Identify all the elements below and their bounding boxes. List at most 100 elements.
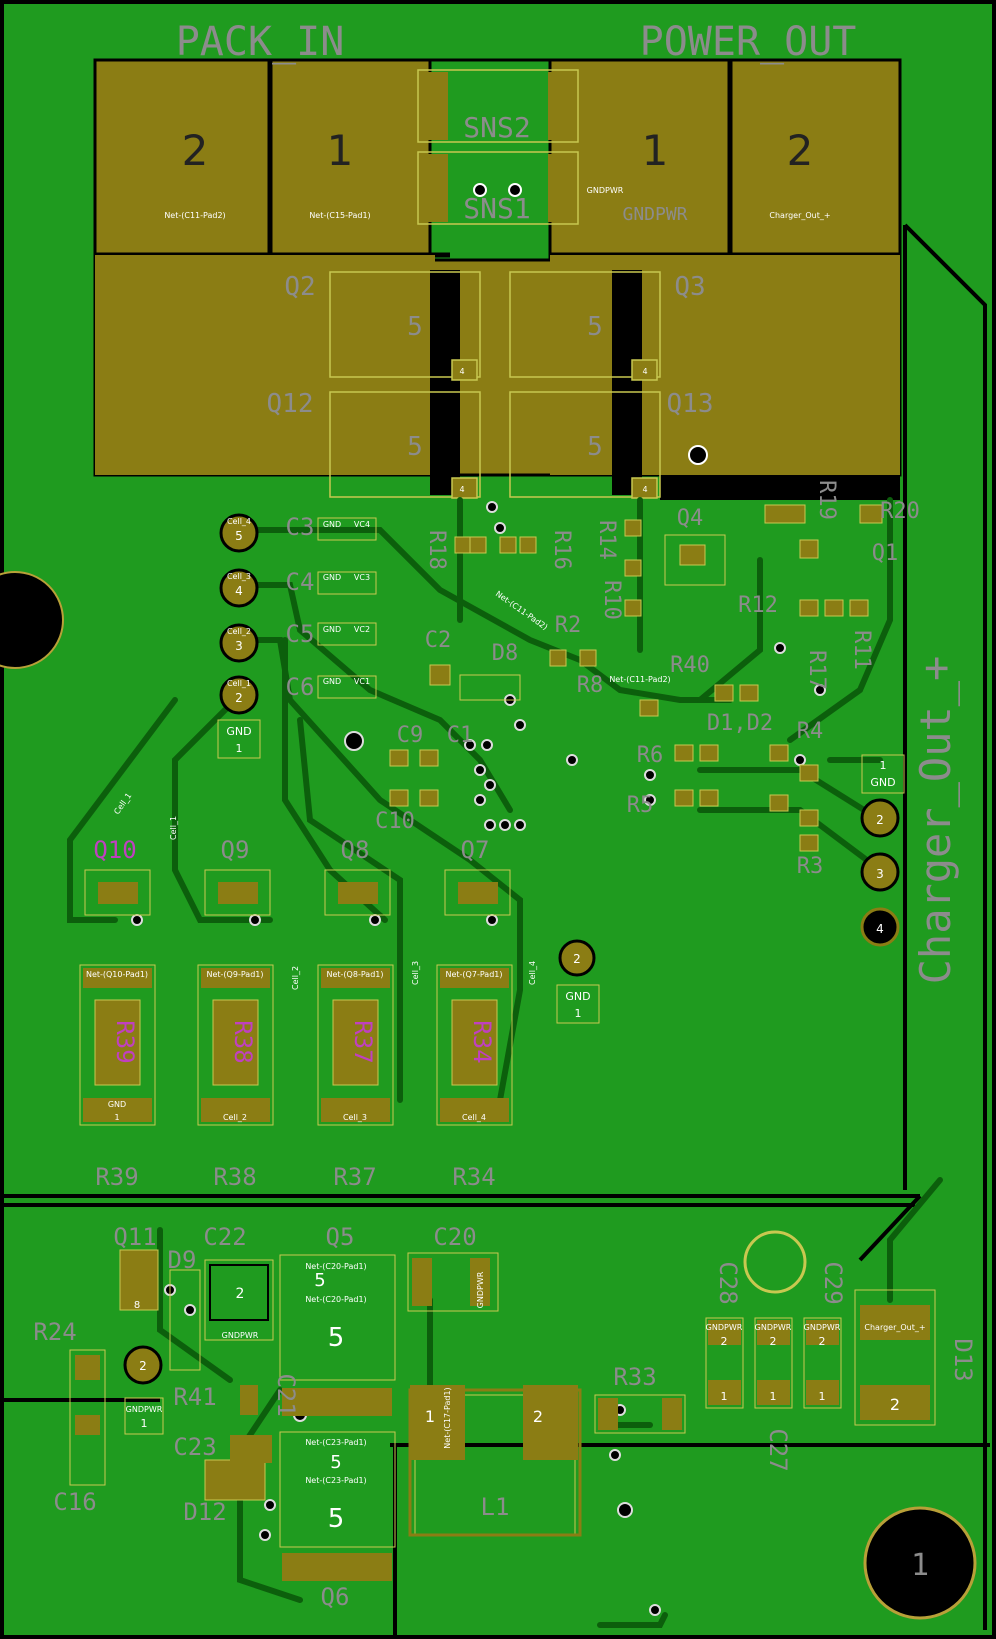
mounting-hole-left	[0, 571, 64, 669]
c22-pin2: 2	[236, 1286, 245, 1302]
mid-smd-pads	[389, 504, 883, 852]
r18-label: R18	[424, 530, 449, 570]
q2-pin4: 4	[459, 367, 464, 376]
q2-label: Q2	[284, 272, 315, 302]
q12-label: Q12	[267, 389, 314, 419]
cell-net-3: Cell_3	[227, 572, 251, 581]
r24-label: R24	[33, 1318, 76, 1346]
r20-label: R20	[880, 499, 920, 524]
q3-label: Q3	[674, 272, 705, 302]
c3-gnd: GND	[323, 520, 341, 529]
pack-in-pin2: 2	[182, 126, 209, 175]
q5-label: Q5	[326, 1223, 355, 1251]
c27-pin1: 1	[770, 1390, 777, 1403]
c1-label: C1	[447, 723, 474, 748]
q5-pin5-big: 5	[328, 1323, 345, 1353]
r19-label: R19	[814, 480, 839, 520]
r3-label: R3	[797, 854, 824, 879]
cell-pin-3: 3	[235, 639, 243, 653]
r39-body: R39	[111, 1020, 139, 1063]
gnd-tp-label: GND	[565, 990, 590, 1003]
c3-label: C3	[286, 513, 315, 541]
c27-gndpwr: GNDPWR	[755, 1323, 792, 1332]
c5-gnd: GND	[323, 625, 341, 634]
cell-net-2: Cell_2	[227, 627, 251, 636]
q2-pin5: 5	[407, 312, 423, 342]
c29-pin1: 1	[819, 1390, 826, 1403]
l1-pin1: 1	[425, 1407, 435, 1426]
power-out-label: POWER_OUT	[640, 19, 857, 65]
sense-resistors	[417, 69, 579, 225]
q10-label: Q10	[93, 836, 136, 864]
l1-pin2: 2	[533, 1407, 543, 1426]
charger-gnd-pin: 1	[880, 759, 887, 772]
q5-net-b: Net-(C20-Pad1)	[305, 1295, 366, 1304]
tp-gndpwr: GNDPWR	[126, 1405, 163, 1414]
q7-label: Q7	[461, 836, 490, 864]
c5-label: C5	[286, 620, 315, 648]
q6-net: Net-(C23-Pad1)	[305, 1438, 366, 1447]
cell-gnd-label: GND	[226, 725, 251, 738]
c22-label: C22	[203, 1223, 246, 1251]
r34-body: R34	[468, 1020, 496, 1063]
c29-pin2: 2	[819, 1335, 826, 1348]
c20-label: C20	[433, 1223, 476, 1251]
c29-label: C29	[819, 1261, 847, 1304]
q11-label: Q11	[113, 1223, 156, 1251]
cell4-trace-label: Cell_4	[528, 961, 537, 985]
power-out-pin2: 2	[787, 126, 814, 175]
cell2-trace-label: Cell_2	[291, 966, 300, 990]
q11-pin8: 8	[134, 1300, 140, 1311]
q13-label: Q13	[667, 389, 714, 419]
mounting-hole-bottom-right	[863, 1506, 977, 1620]
r37-cell: Cell_3	[343, 1113, 367, 1122]
power-out-net2: Charger_Out_+	[769, 211, 830, 220]
c28-pin2: 2	[721, 1335, 728, 1348]
c28-gndpwr: GNDPWR	[706, 1323, 743, 1332]
sns1-label: SNS1	[463, 192, 530, 225]
q13-pin5: 5	[587, 432, 603, 462]
pack-in-pin1: 1	[327, 126, 354, 175]
c10-label: C10	[375, 809, 415, 834]
r5-label: R5	[627, 793, 654, 818]
pack-in-net1: Net-(C15-Pad1)	[309, 211, 370, 220]
c20-gndpwr: GNDPWR	[476, 1271, 485, 1308]
r14-label: R14	[594, 520, 619, 560]
r2-label: R2	[555, 613, 582, 638]
q13-pin4: 4	[642, 485, 647, 494]
c3-vc4: VC4	[354, 520, 370, 529]
c4-label: C4	[286, 568, 315, 596]
r33-label: R33	[613, 1363, 656, 1391]
charger-pin4: 4	[876, 922, 884, 936]
r10-label: R10	[599, 580, 624, 620]
r39-net: Net-(Q10-Pad1)	[86, 970, 148, 979]
pack-in-label: PACK_IN	[176, 19, 345, 65]
r41-label: R41	[173, 1383, 216, 1411]
r34-net: Net-(Q7-Pad1)	[446, 970, 503, 979]
bottom-components	[69, 1230, 936, 1581]
d8-label: D8	[492, 641, 519, 666]
hole-pin: 1	[911, 1548, 929, 1583]
r39-pin1: 1	[114, 1113, 119, 1122]
cell-pin-4: 4	[235, 584, 243, 598]
c21-label: C21	[272, 1373, 300, 1416]
c4-vc3: VC3	[354, 573, 370, 582]
r17-label: R17	[804, 650, 829, 690]
charger-gnd-label: GND	[870, 776, 895, 789]
c6-vc1: VC1	[354, 677, 370, 686]
q8-label: Q8	[341, 836, 370, 864]
q1-label: Q1	[872, 541, 899, 566]
cell-connector	[217, 513, 261, 759]
c28-label: C28	[714, 1261, 742, 1304]
q3-pin5: 5	[587, 312, 603, 342]
q3-pin4: 4	[642, 367, 647, 376]
cell3-trace-label: Cell_3	[411, 961, 420, 985]
q6-label: Q6	[321, 1583, 350, 1611]
balance-resistors	[79, 964, 513, 1126]
pack-in-net2: Net-(C11-Pad2)	[164, 211, 225, 220]
r39-label: R39	[95, 1163, 138, 1191]
r34-label: R34	[452, 1163, 495, 1191]
q6-pin5-big: 5	[328, 1504, 345, 1534]
l1-label: L1	[481, 1493, 510, 1521]
